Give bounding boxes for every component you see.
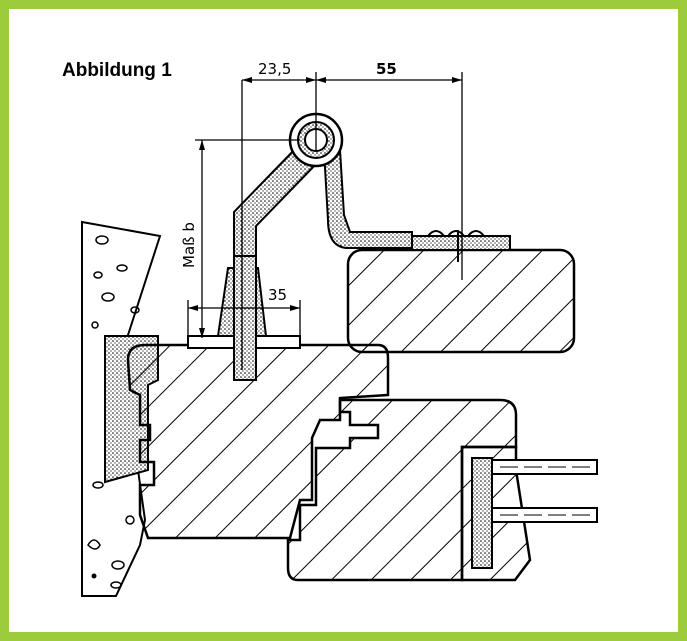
right-wood-block [346,248,576,354]
dimension-label-top-right: 55 [376,60,397,78]
dimension-label-top-left: 23,5 [258,60,291,78]
glazing [471,457,598,569]
window-sash [286,398,532,582]
dimension-label-middle: 35 [268,286,287,304]
fixed-frame [126,343,390,540]
dimension-lines [187,72,463,370]
dimension-label-vertical: Maß b [180,222,198,268]
figure-title: Abbildung 1 [62,60,172,81]
hinge-bracket [187,112,511,381]
